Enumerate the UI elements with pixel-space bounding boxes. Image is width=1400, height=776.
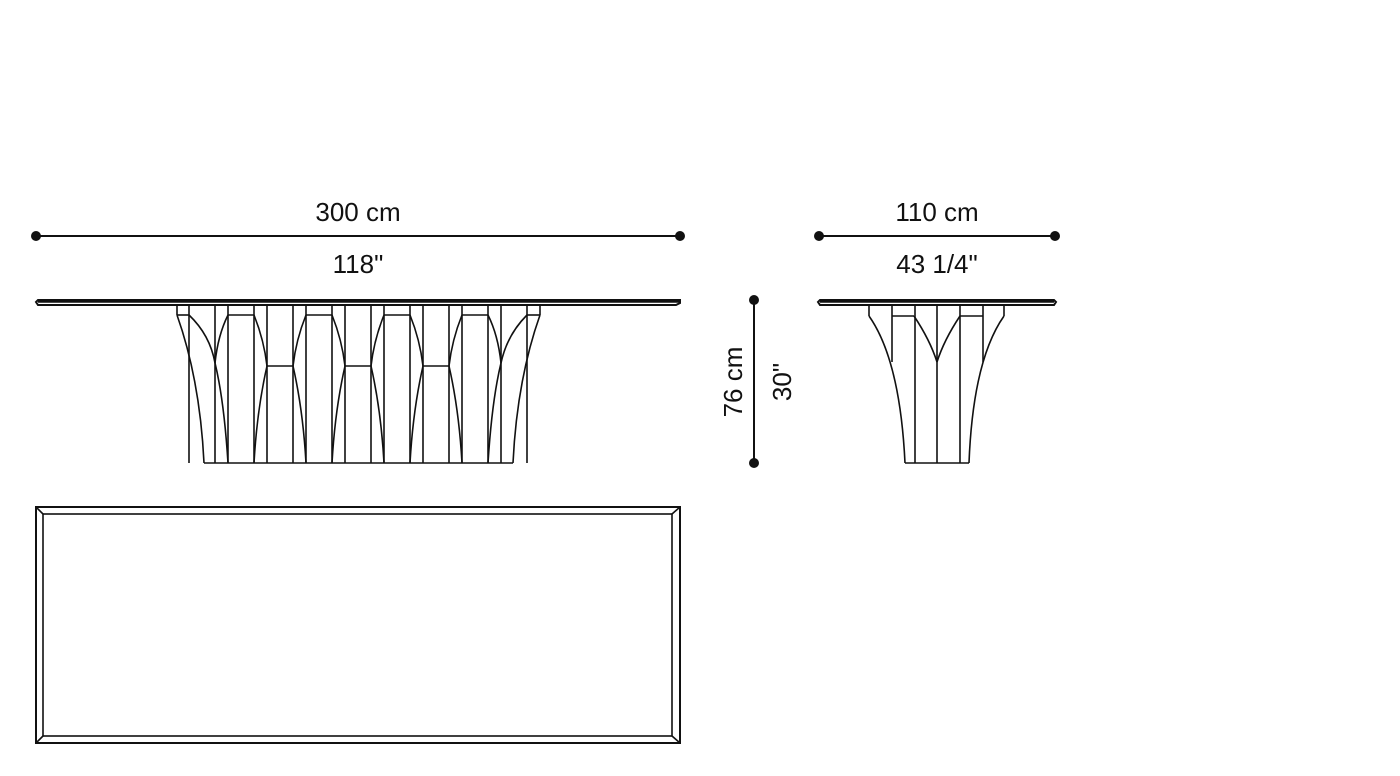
top-view	[35, 506, 681, 744]
length-dimension-line	[31, 231, 685, 241]
endpoint-dot-icon	[814, 231, 824, 241]
endpoint-dot-icon	[31, 231, 41, 241]
front-view	[34, 299, 681, 464]
endpoint-dot-icon	[1050, 231, 1060, 241]
height-metric-label: 76 cm	[718, 346, 748, 418]
endpoint-dot-icon	[675, 231, 685, 241]
side-view	[816, 299, 1058, 464]
endpoint-dot-icon	[749, 295, 759, 305]
width-imperial-label: 43 1/4"	[896, 249, 978, 279]
endpoint-dot-icon	[749, 458, 759, 468]
height-dimension-line	[749, 295, 759, 468]
length-imperial-label: 118"	[332, 249, 384, 279]
length-metric-label: 300 cm	[315, 197, 401, 227]
width-dimension-line	[814, 231, 1060, 241]
width-metric-label: 110 cm	[895, 197, 979, 227]
height-imperial-label: 30"	[767, 362, 797, 402]
